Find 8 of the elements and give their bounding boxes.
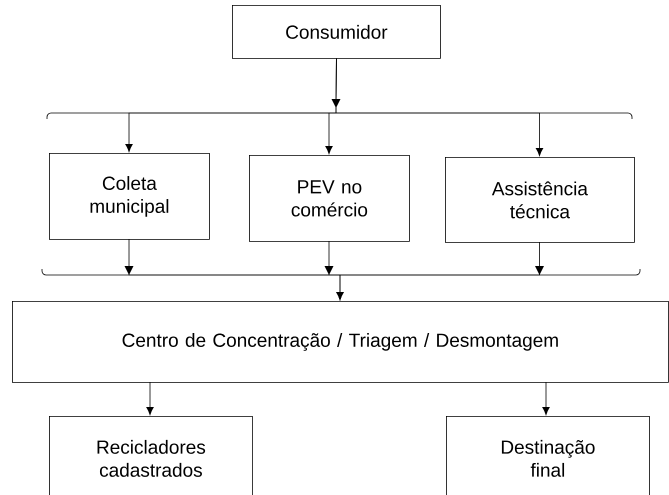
process-box: Assistência técnica <box>445 157 635 243</box>
process-box: Consumidor <box>232 5 441 59</box>
process-box: Centro de Concentração / Triagem / Desmontagem <box>12 301 669 383</box>
process-box: PEV no comércio <box>249 155 410 242</box>
process-box: Destinação final <box>446 416 650 495</box>
process-box: Recicladores cadastrados <box>49 416 253 495</box>
process-box: Coleta municipal <box>49 153 210 240</box>
arrow <box>336 242 544 300</box>
